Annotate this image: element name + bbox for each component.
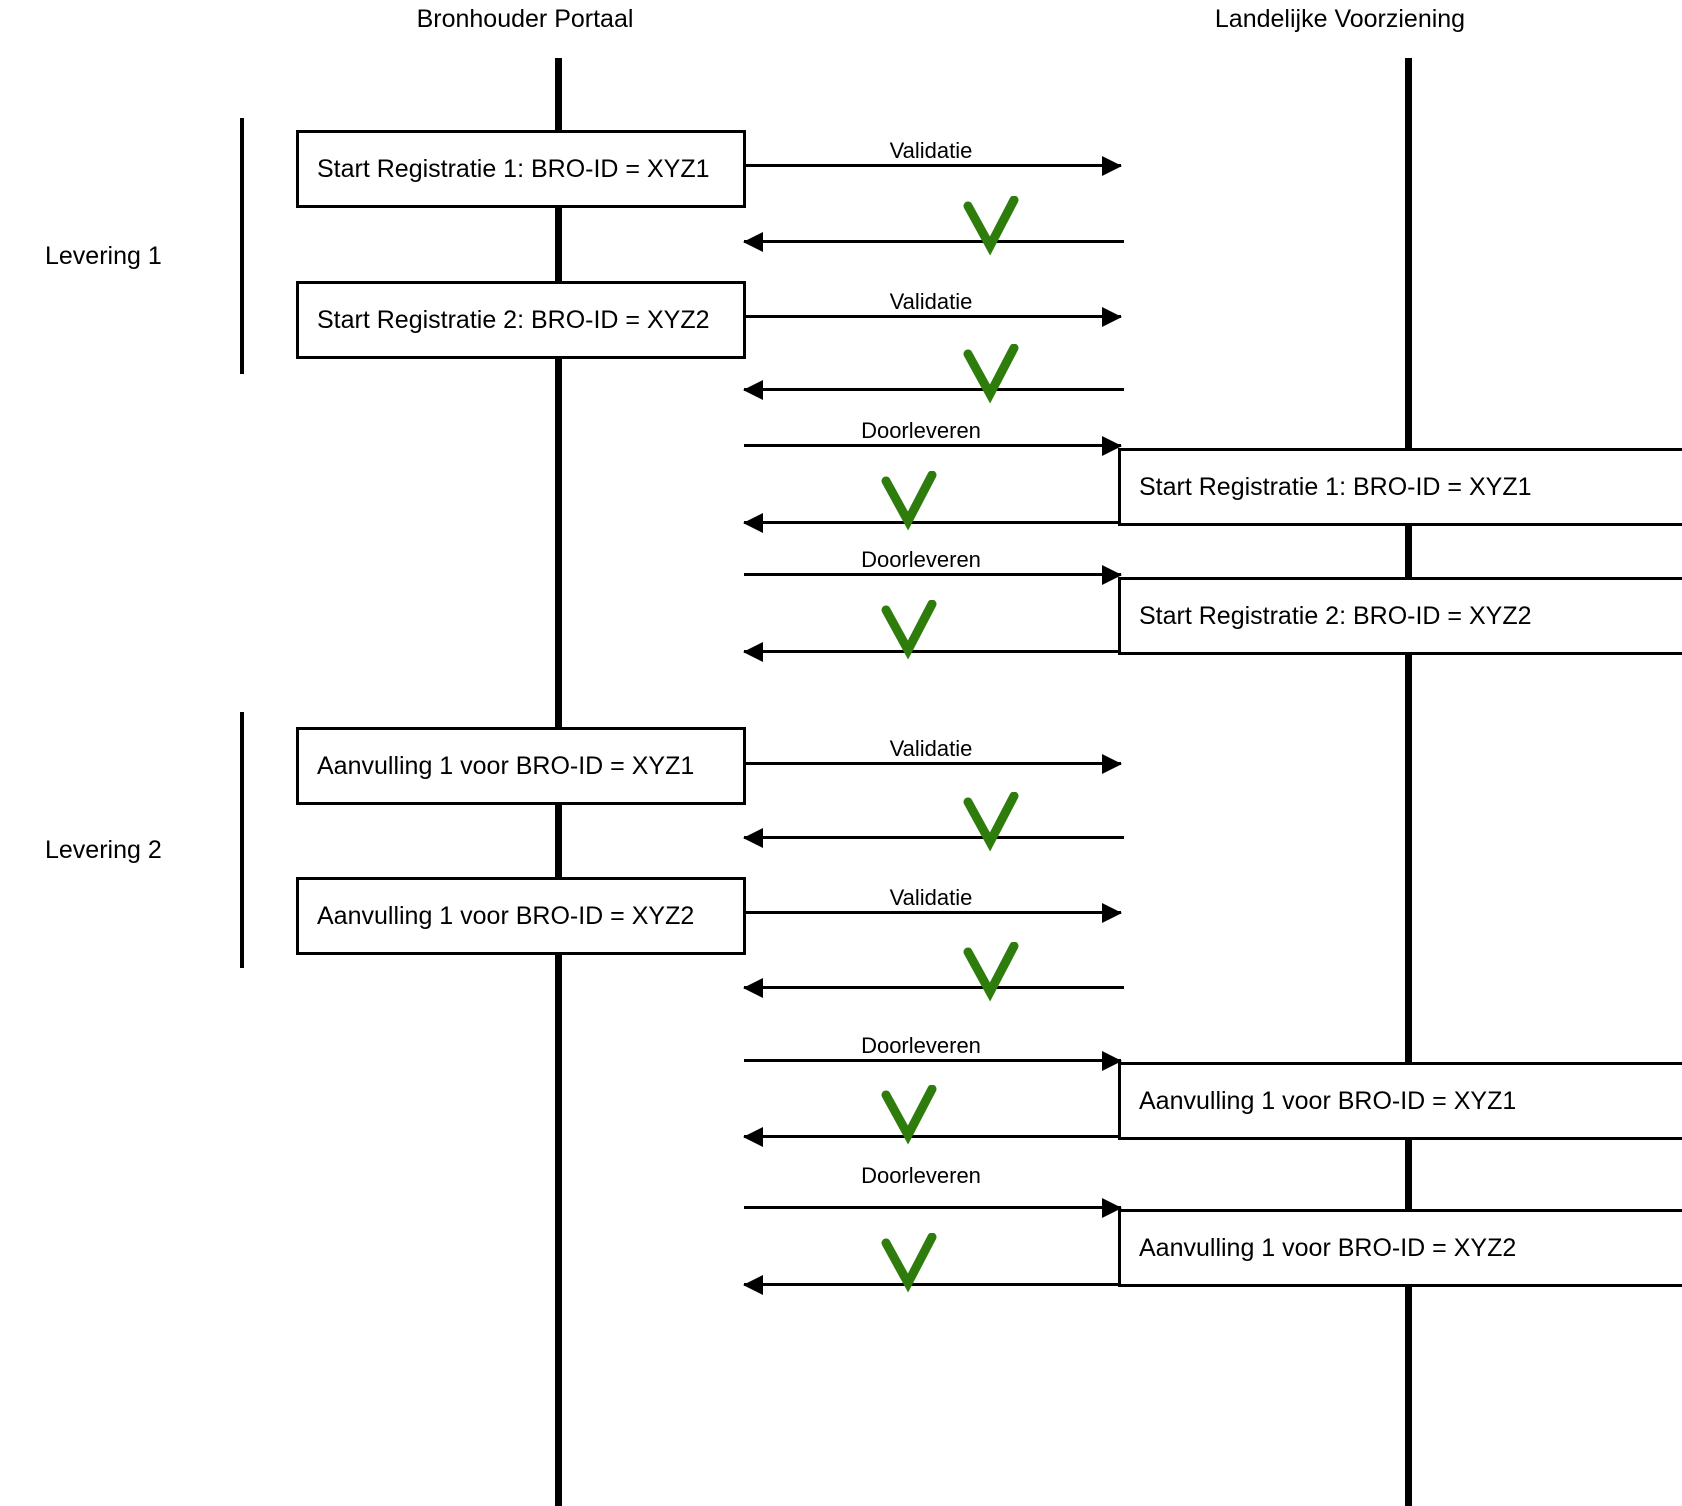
message-box-left-4-label: Aanvulling 1 voor BRO-ID = XYZ2 <box>317 902 695 930</box>
arrowhead-right-icon <box>1102 902 1122 923</box>
arrow-validatie-4-response <box>743 977 1124 998</box>
arrow-label-doorleveren-1: Doorleveren <box>861 418 981 443</box>
arrow-label-validatie-4: Validatie <box>889 885 973 910</box>
green-checkmark-icon-2 <box>962 344 1022 404</box>
green-checkmark-icon-8 <box>880 1233 940 1293</box>
arrow-doorleveren-4-response <box>743 1274 1124 1295</box>
arrow-label-doorleveren-4: Doorleveren <box>861 1163 981 1188</box>
arrowhead-right-icon <box>1102 753 1122 774</box>
arrow-doorleveren-2-request <box>744 564 1122 585</box>
message-box-left-1[interactable]: Start Registratie 1: BRO-ID = XYZ1 <box>296 130 746 208</box>
message-box-left-3[interactable]: Aanvulling 1 voor BRO-ID = XYZ1 <box>296 727 746 805</box>
message-box-right-4[interactable]: Aanvulling 1 voor BRO-ID = XYZ2 <box>1118 1209 1682 1287</box>
message-box-right-3-label: Aanvulling 1 voor BRO-ID = XYZ1 <box>1139 1087 1517 1115</box>
arrow-doorleveren-1-request <box>744 435 1122 456</box>
arrow-doorleveren-3-request <box>744 1050 1122 1071</box>
lifeline-landelijke-voorziening <box>1405 58 1412 1506</box>
arrowhead-left-icon <box>743 512 763 533</box>
group-bracket-levering-2 <box>240 712 244 968</box>
arrow-doorleveren-3-response <box>743 1126 1124 1147</box>
arrow-validatie-1-response <box>743 231 1124 252</box>
green-checkmark-icon-1 <box>962 196 1022 256</box>
arrow-validatie-3-response <box>743 827 1124 848</box>
message-box-left-2[interactable]: Start Registratie 2: BRO-ID = XYZ2 <box>296 281 746 359</box>
arrowhead-right-icon <box>1102 564 1122 585</box>
arrowhead-right-icon <box>1102 306 1122 327</box>
message-box-right-3[interactable]: Aanvulling 1 voor BRO-ID = XYZ1 <box>1118 1062 1682 1140</box>
arrow-label-doorleveren-2: Doorleveren <box>861 547 981 572</box>
arrowhead-left-icon <box>743 1274 763 1295</box>
green-checkmark-icon-5 <box>962 792 1022 852</box>
arrow-label-validatie-3: Validatie <box>889 736 973 761</box>
group-label-levering-1: Levering 1 <box>45 242 162 270</box>
arrowhead-left-icon <box>743 977 763 998</box>
message-box-right-4-label: Aanvulling 1 voor BRO-ID = XYZ2 <box>1139 1234 1517 1262</box>
message-box-left-3-label: Aanvulling 1 voor BRO-ID = XYZ1 <box>317 752 695 780</box>
arrow-label-validatie-1: Validatie <box>889 138 973 163</box>
arrowhead-right-icon <box>1102 155 1122 176</box>
arrow-doorleveren-4-request <box>744 1197 1122 1218</box>
message-box-left-2-label: Start Registratie 2: BRO-ID = XYZ2 <box>317 306 710 334</box>
arrowhead-left-icon <box>743 379 763 400</box>
message-box-right-2[interactable]: Start Registratie 2: BRO-ID = XYZ2 <box>1118 577 1682 655</box>
green-checkmark-icon-4 <box>880 600 940 660</box>
message-box-left-1-label: Start Registratie 1: BRO-ID = XYZ1 <box>317 155 710 183</box>
arrow-label-doorleveren-3: Doorleveren <box>861 1033 981 1058</box>
green-checkmark-icon-3 <box>880 471 940 531</box>
arrow-validatie-3-request <box>746 753 1122 774</box>
lane-title-bronhouder-portaal: Bronhouder Portaal <box>416 5 634 33</box>
arrow-validatie-4-request <box>746 902 1122 923</box>
message-box-right-2-label: Start Registratie 2: BRO-ID = XYZ2 <box>1139 602 1532 630</box>
arrowhead-left-icon <box>743 231 763 252</box>
green-checkmark-icon-6 <box>962 942 1022 1002</box>
arrowhead-right-icon <box>1102 1050 1122 1071</box>
arrow-validatie-2-request <box>746 306 1122 327</box>
green-checkmark-icon-7 <box>880 1085 940 1145</box>
message-box-left-4[interactable]: Aanvulling 1 voor BRO-ID = XYZ2 <box>296 877 746 955</box>
arrow-doorleveren-2-response <box>743 641 1124 662</box>
arrowhead-left-icon <box>743 641 763 662</box>
arrowhead-right-icon <box>1102 1197 1122 1218</box>
arrow-label-validatie-2: Validatie <box>889 289 973 314</box>
arrowhead-left-icon <box>743 827 763 848</box>
message-box-right-1[interactable]: Start Registratie 1: BRO-ID = XYZ1 <box>1118 448 1682 526</box>
arrow-validatie-1-request <box>746 155 1122 176</box>
group-bracket-levering-1 <box>240 118 244 374</box>
arrowhead-right-icon <box>1102 435 1122 456</box>
arrowhead-left-icon <box>743 1126 763 1147</box>
arrow-validatie-2-response <box>743 379 1124 400</box>
group-label-levering-2: Levering 2 <box>45 836 162 864</box>
message-box-right-1-label: Start Registratie 1: BRO-ID = XYZ1 <box>1139 473 1532 501</box>
lane-title-landelijke-voorziening: Landelijke Voorziening <box>1214 5 1466 33</box>
arrow-doorleveren-1-response <box>743 512 1124 533</box>
